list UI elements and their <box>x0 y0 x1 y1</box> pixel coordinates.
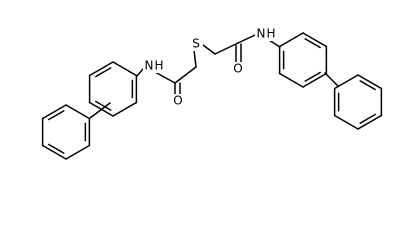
right-terminal-phenyl-ring-inner-double-1 <box>359 113 376 124</box>
sulfur-label-bg <box>189 37 203 51</box>
left-carbonyl-oxygen-label-bg <box>171 94 185 108</box>
left-carbonyl-oxygen-label: O <box>173 94 182 108</box>
right-terminal-phenyl-ring-bond-5 <box>357 74 383 90</box>
right-biphenyl-link-bond <box>324 72 339 87</box>
left-inner-phenyl-ring-bond-0 <box>112 101 138 117</box>
left-methylene-sulfur-bond <box>193 49 197 68</box>
right-nitrogen-aryl-bond <box>268 39 281 48</box>
sulfur-right-methylene-bond <box>202 44 216 55</box>
left-carbonyl-methylene-bond <box>174 66 197 84</box>
left-terminal-phenyl-ring-bond-4 <box>41 104 67 120</box>
sulfur-atom-label: S <box>192 37 200 51</box>
right-inner-phenyl-ring-bond-1 <box>278 72 304 88</box>
left-inner-phenyl-ring-bond-3 <box>88 61 114 77</box>
left-terminal-phenyl-ring-bond-2 <box>41 144 67 160</box>
left-aryl-nitrogen-bond <box>136 68 144 77</box>
right-inner-phenyl-ring-bond-0 <box>302 72 328 88</box>
left-inner-phenyl-ring-inner-double-1 <box>95 100 112 111</box>
right-amide-nh-label-bg <box>255 27 277 41</box>
right-methylene-carbonyl-bond <box>214 42 239 55</box>
right-inner-phenyl-ring-inner-double-0 <box>304 71 321 82</box>
right-terminal-phenyl-ring-bond-2 <box>333 114 359 130</box>
left-terminal-phenyl-ring-inner-double-4 <box>48 110 65 121</box>
right-amide-hydrogen-label: H <box>266 27 275 41</box>
left-amide-hydrogen-label: H <box>154 59 163 73</box>
left-inner-phenyl-ring-bond-4 <box>112 61 138 77</box>
bond-lines <box>41 32 383 160</box>
right-terminal-phenyl-ring-inner-double-5 <box>359 80 376 91</box>
molecule-structure-diagram: S N H O N H O <box>41 27 383 160</box>
right-terminal-phenyl-ring-bond-1 <box>357 114 383 130</box>
left-amide-nitrogen-label: N <box>145 59 154 73</box>
right-inner-phenyl-ring-bond-4 <box>302 32 328 48</box>
right-inner-phenyl-ring-bond-3 <box>278 32 304 48</box>
left-terminal-phenyl-ring-bond-5 <box>65 104 91 120</box>
left-inner-phenyl-ring-inner-double-3 <box>95 67 112 78</box>
left-amide-nh-label-bg <box>143 59 165 73</box>
left-biphenyl-link-bond <box>89 102 111 119</box>
right-carbonyl-nitrogen-bond <box>237 34 256 44</box>
left-nitrogen-carbonyl-bond <box>154 71 176 84</box>
right-carbonyl-oxygen-label: O <box>233 62 242 76</box>
right-amide-nitrogen-label: N <box>257 27 266 41</box>
right-inner-phenyl-ring-inner-double-4 <box>304 38 321 49</box>
right-carbonyl-oxygen-label-bg <box>231 62 245 76</box>
left-terminal-phenyl-ring-inner-double-2 <box>48 143 65 154</box>
left-terminal-phenyl-ring-bond-1 <box>65 144 91 160</box>
